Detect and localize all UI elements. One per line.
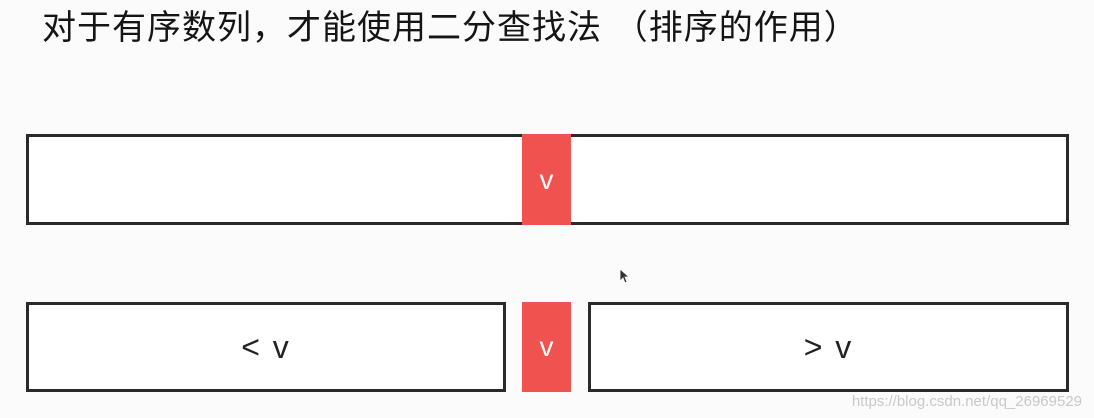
- pivot-element-bottom: v: [522, 302, 571, 392]
- less-than-pivot-partition: < v: [26, 302, 506, 392]
- greater-than-pivot-partition: > v: [588, 302, 1069, 392]
- watermark-url: https://blog.csdn.net/qq_26969529: [851, 393, 1082, 410]
- mouse-pointer-icon: [619, 268, 629, 284]
- pivot-element-top: v: [522, 134, 571, 225]
- page-title: 对于有序数列，才能使用二分查找法 （排序的作用）: [42, 8, 859, 48]
